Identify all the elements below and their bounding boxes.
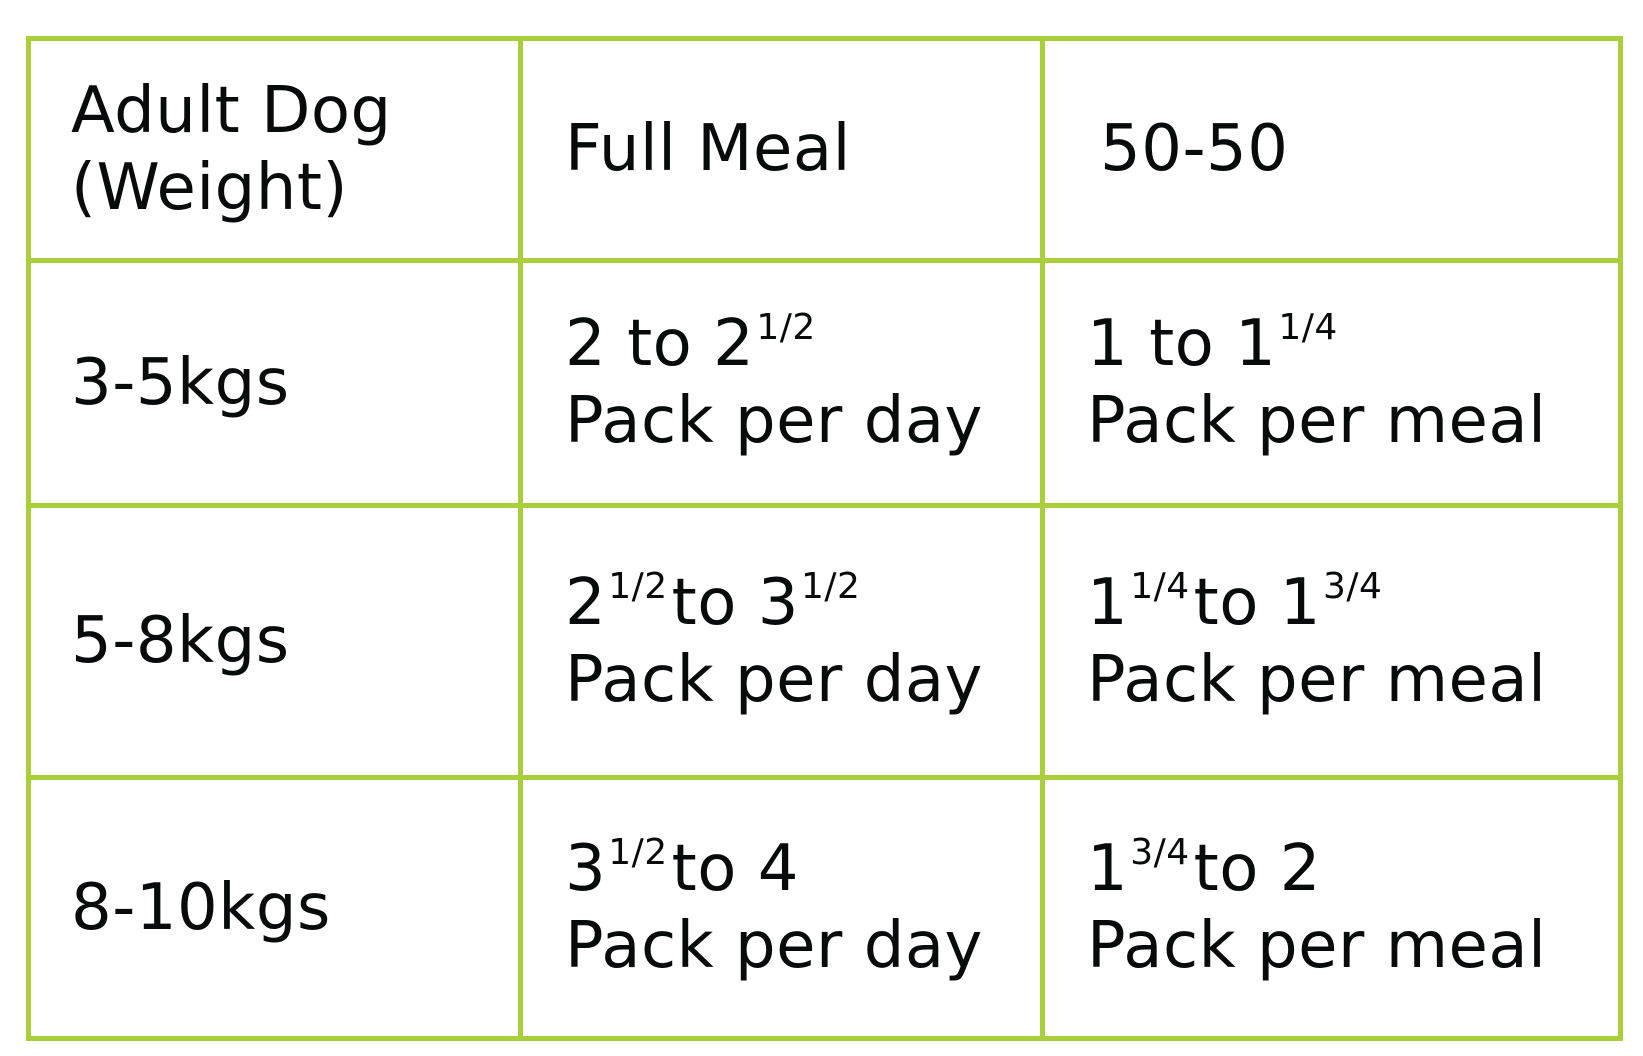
amount-unit: Pack per day bbox=[565, 642, 983, 717]
amount-range: 1 to 11/4 bbox=[1087, 306, 1618, 383]
weight-cell: 3-5kgs bbox=[26, 258, 523, 508]
header-full-meal: Full Meal bbox=[518, 36, 1045, 263]
amount-unit: Pack per meal bbox=[1087, 642, 1547, 717]
amount-from: 1 bbox=[1087, 565, 1129, 640]
amount-range: 21/2to 31/2 bbox=[565, 565, 1040, 642]
header-weight-line1: Adult Dog bbox=[71, 73, 392, 148]
amount-to: 4 bbox=[757, 832, 799, 907]
amount-from: 3 bbox=[565, 832, 607, 907]
amount-range: 31/2to 4 bbox=[565, 831, 1040, 908]
amount-to: 1 bbox=[1235, 307, 1277, 382]
feeding-guide-table: Adult Dog (Weight) Full Meal 50-50 3-5kg… bbox=[26, 36, 1623, 1041]
amount-to: 1 bbox=[1279, 565, 1321, 640]
amount-from: 1 bbox=[1087, 832, 1129, 907]
header-weight-line2: (Weight) bbox=[71, 150, 348, 225]
amount-from: 2 bbox=[565, 565, 607, 640]
amount-to-fraction: 3/4 bbox=[1322, 565, 1383, 607]
amount-to: 2 bbox=[713, 307, 755, 382]
amount-range: 11/4to 13/4 bbox=[1087, 565, 1618, 642]
amount-to: 3 bbox=[757, 565, 799, 640]
amount-range: 13/4to 2 bbox=[1087, 831, 1618, 908]
range-connector: to bbox=[671, 832, 737, 907]
range-connector: to bbox=[1193, 565, 1259, 640]
amount-from: 1 bbox=[1087, 307, 1129, 382]
amount-unit: Pack per meal bbox=[1087, 384, 1547, 458]
range-connector: to bbox=[1149, 307, 1215, 382]
amount-from-fraction: 3/4 bbox=[1130, 832, 1190, 874]
header-row: Adult Dog (Weight) Full Meal 50-50 bbox=[26, 36, 1623, 263]
amount-to-fraction: 1/2 bbox=[800, 565, 861, 607]
weight-cell: 5-8kgs bbox=[26, 503, 523, 780]
amount-from-fraction: 1/2 bbox=[608, 832, 668, 874]
header-weight: Adult Dog (Weight) bbox=[26, 36, 523, 263]
range-connector: to bbox=[627, 307, 693, 382]
amount-to-fraction: 1/2 bbox=[756, 307, 816, 349]
amount-unit: Pack per day bbox=[565, 384, 983, 458]
amount-from: 2 bbox=[565, 307, 607, 382]
amount-unit: Pack per day bbox=[565, 909, 983, 983]
header-fifty-fifty: 50-50 bbox=[1040, 36, 1623, 263]
amount-range: 2 to 21/2 bbox=[565, 306, 1040, 383]
range-connector: to bbox=[1193, 832, 1259, 907]
amount-from-fraction: 1/4 bbox=[1130, 565, 1190, 607]
amount-unit: Pack per meal bbox=[1087, 909, 1547, 983]
amount-to-fraction: 1/4 bbox=[1278, 307, 1338, 349]
weight-cell: 8-10kgs bbox=[26, 775, 523, 1041]
amount-to: 2 bbox=[1279, 832, 1321, 907]
amount-from-fraction: 1/2 bbox=[608, 565, 668, 607]
range-connector: to bbox=[671, 565, 737, 640]
